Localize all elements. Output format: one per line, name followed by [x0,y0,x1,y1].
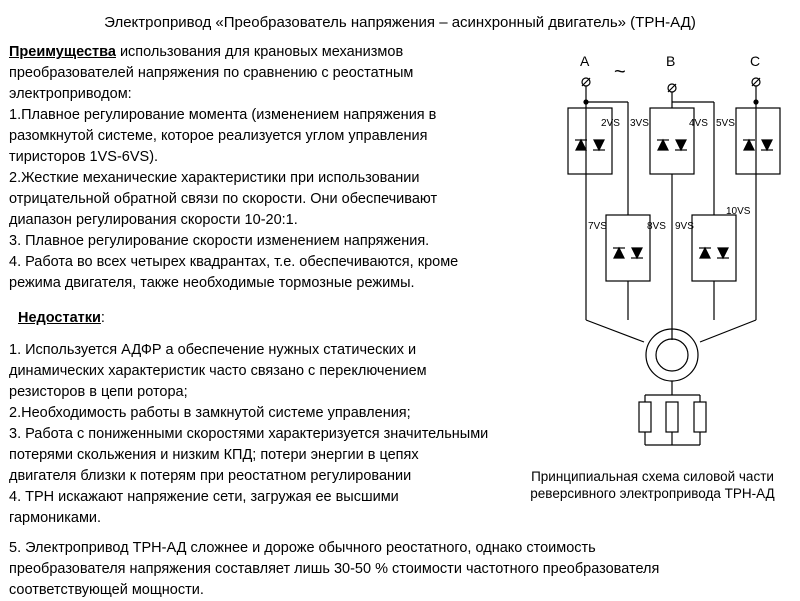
thyristor-pair-5 [691,214,737,282]
thyristor-label: 7VS [588,221,607,232]
advantages-line: разомкнутой системе, которое реализуется… [9,128,428,144]
disadvantages-line: потерями скольжения и низким КПД; потери… [9,447,419,463]
advantages-line: диапазон регулирования скорости 10-20:1. [9,212,298,228]
slide-title: Электропривод «Преобразователь напряжени… [104,14,696,31]
thyristor-label: 9VS [675,221,694,232]
advantages-block: Преимущества использования для крановых … [9,42,519,294]
thyristor-label: 8VS [647,221,666,232]
advantages-line: отрицательной обратной связи по скорости… [9,191,438,207]
thyristor-pair-3 [735,107,781,175]
thyristor-pair-1 [567,107,613,175]
schematic-caption: Принципиальная схема силовой части ревер… [530,469,775,501]
advantages-line: 1.Плавное регулирование момента (изменен… [9,107,437,123]
disadvantages-line: гармониками. [9,510,102,526]
ac-symbol: ~ [614,61,626,83]
disadvantages-line: динамических характеристик часто связано… [9,363,427,379]
phase-label-c: C [750,53,760,69]
disadvantages-block: 1. Используется АДФР а обеспечение нужны… [9,340,529,529]
advantages-heading: Преимущества [9,44,116,60]
thyristor-label: 10VS [726,206,751,217]
disadvantages-line: 3. Работа с пониженными скоростями харак… [9,426,489,442]
phase-label-a: A [580,53,590,69]
resistor-icon [638,401,707,433]
disadvantages-line: 2.Необходимость работы в замкнутой систе… [9,405,411,421]
disadvantages-heading: Недостатки: [18,310,105,326]
item-5-line: 5. Электропривод ТРН-АД сложнее и дороже… [9,540,596,556]
disadvantages-line: 1. Используется АДФР а обеспечение нужны… [9,342,417,358]
item-5-line: преобразователя напряжения составляет ли… [9,561,660,577]
advantages-line: электроприводом: [9,86,132,102]
thyristor-label: 2VS [601,118,620,129]
item-5-block: 5. Электропривод ТРН-АД сложнее и дороже… [9,538,789,601]
thyristor-pair-2 [649,107,695,175]
disadvantages-line: резисторов в цепи ротора; [9,384,188,400]
advantages-line: 2.Жесткие механические характеристики пр… [9,170,420,186]
disadvantages-line: двигателя близки к потерям при реостатно… [9,468,412,484]
item-5-line: соответствующей мощности. [9,582,204,598]
advantages-line: режима двигателя, также необходимые торм… [9,275,415,291]
thyristor-label: 5VS [716,118,735,129]
advantages-line: преобразователей напряжения по сравнению… [9,65,414,81]
advantages-first-line: Преимущества использования для крановых … [9,44,404,60]
thyristor-label: 4VS [689,118,708,129]
thyristor-pair-4 [605,214,651,282]
terminal-icon [581,77,761,93]
thyristor-label: 3VS [630,118,649,129]
schematic-diagram: A B C ~ [567,53,781,446]
disadvantages-line: 4. ТРН искажают напряжение сети, загружа… [9,489,399,505]
advantages-line: тиристоров 1VS-6VS). [9,149,159,165]
advantages-line: 3. Плавное регулирование скорости измене… [9,233,430,249]
advantages-line: 4. Работа во всех четырех квадрантах, т.… [9,254,459,270]
phase-label-b: B [666,53,675,69]
